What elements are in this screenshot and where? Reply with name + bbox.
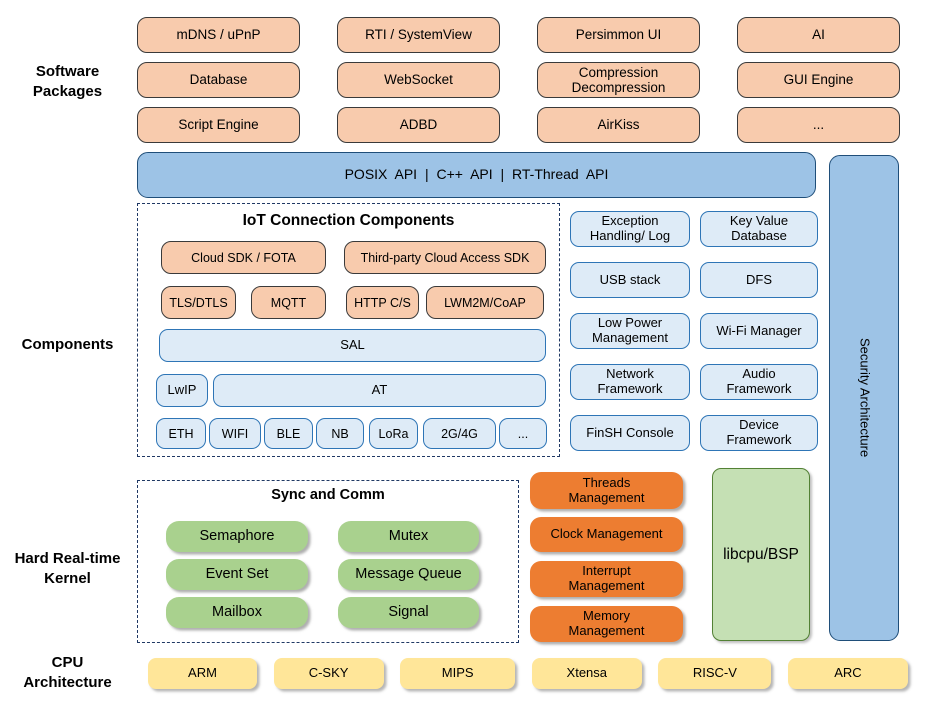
- sync-and-comm-group: Sync and Comm Semaphore Mutex Event Set …: [137, 480, 519, 643]
- component-box: USB stack: [570, 262, 690, 298]
- posix-api-label: POSIX API | C++ API | RT-Thread API: [344, 166, 609, 183]
- cpu-architecture-label: CPU Architecture: [23, 654, 112, 691]
- software-package-box: ...: [737, 107, 900, 143]
- component-box: FinSH Console: [570, 415, 690, 451]
- cpu-arch-box: Xtensa: [531, 658, 642, 689]
- component-box: DFS: [700, 262, 818, 298]
- software-package-box: Database: [137, 62, 300, 98]
- cpu-architecture-row: ARM C-SKY MIPS Xtensa RISC-V ARC: [148, 658, 908, 689]
- sync-box: Message Queue: [338, 559, 479, 590]
- link-layer-box: LoRa: [369, 418, 418, 449]
- software-package-box: ADBD: [337, 107, 500, 143]
- software-package-box: mDNS / uPnP: [137, 17, 300, 53]
- sync-box: Signal: [338, 597, 479, 628]
- sync-box: Mutex: [338, 521, 479, 552]
- link-layer-box: ETH: [156, 418, 206, 449]
- software-package-box: GUI Engine: [737, 62, 900, 98]
- cpu-arch-box: ARM: [148, 658, 257, 689]
- protocol-box: HTTP C/S: [346, 286, 419, 319]
- at-bar: AT: [213, 374, 546, 407]
- software-packages-group: mDNS / uPnP RTI / SystemView Persimmon U…: [137, 17, 900, 143]
- software-package-box: AI: [737, 17, 900, 53]
- management-box: Interrupt Management: [530, 561, 683, 597]
- protocol-box: TLS/DTLS: [161, 286, 236, 319]
- sal-bar: SAL: [159, 329, 546, 362]
- sync-box: Semaphore: [166, 521, 308, 552]
- lwip-box: LwIP: [156, 374, 208, 407]
- software-package-box: Script Engine: [137, 107, 300, 143]
- software-package-box: Persimmon UI: [537, 17, 700, 53]
- software-packages-label: Software Packages: [32, 63, 103, 100]
- component-box: Exception Handling/ Log: [570, 211, 690, 247]
- protocol-box: MQTT: [251, 286, 326, 319]
- protocol-box: LWM2M/CoAP: [426, 286, 544, 319]
- iot-components-title: IoT Connection Components: [242, 212, 455, 229]
- iot-connection-components-group: IoT Connection Components Cloud SDK / FO…: [137, 203, 560, 457]
- third-party-cloud-sdk-box: Third-party Cloud Access SDK: [344, 241, 546, 274]
- security-architecture-label: Security Architecture: [857, 338, 873, 458]
- software-package-box: AirKiss: [537, 107, 700, 143]
- link-layer-box: 2G/4G: [423, 418, 496, 449]
- security-architecture-bar: Security Architecture: [829, 155, 899, 641]
- component-box: Network Framework: [570, 364, 690, 400]
- software-package-box: WebSocket: [337, 62, 500, 98]
- management-box: Memory Management: [530, 606, 683, 642]
- posix-api-bar: POSIX API | C++ API | RT-Thread API: [137, 152, 816, 198]
- cpu-arch-box: RISC-V: [658, 658, 772, 689]
- software-package-box: Compression Decompression: [537, 62, 700, 98]
- components-grid: Exception Handling/ Log Key Value Databa…: [570, 211, 818, 451]
- management-box: Threads Management: [530, 472, 683, 509]
- cpu-arch-box: ARC: [787, 658, 908, 689]
- component-box: Audio Framework: [700, 364, 818, 400]
- component-box: Wi-Fi Manager: [700, 313, 818, 349]
- sync-box: Event Set: [166, 559, 308, 590]
- component-box: Low Power Management: [570, 313, 690, 349]
- link-layer-box: WIFI: [209, 418, 261, 449]
- software-package-box: RTI / SystemView: [337, 17, 500, 53]
- kernel-label: Hard Real-time Kernel: [14, 550, 121, 587]
- management-box: Clock Management: [530, 517, 683, 552]
- link-layer-box: NB: [316, 418, 364, 449]
- component-box: Key Value Database: [700, 211, 818, 247]
- link-layer-box: BLE: [264, 418, 313, 449]
- cpu-arch-box: C-SKY: [273, 658, 384, 689]
- libcpu-bsp-box: libcpu/BSP: [712, 468, 810, 641]
- link-layer-box: ...: [499, 418, 547, 449]
- component-box: Device Framework: [700, 415, 818, 451]
- cloud-sdk-fota-box: Cloud SDK / FOTA: [161, 241, 326, 274]
- sync-box: Mailbox: [166, 597, 308, 628]
- cpu-arch-box: MIPS: [400, 658, 516, 689]
- components-label: Components: [21, 336, 114, 353]
- sync-and-comm-title: Sync and Comm: [271, 487, 385, 503]
